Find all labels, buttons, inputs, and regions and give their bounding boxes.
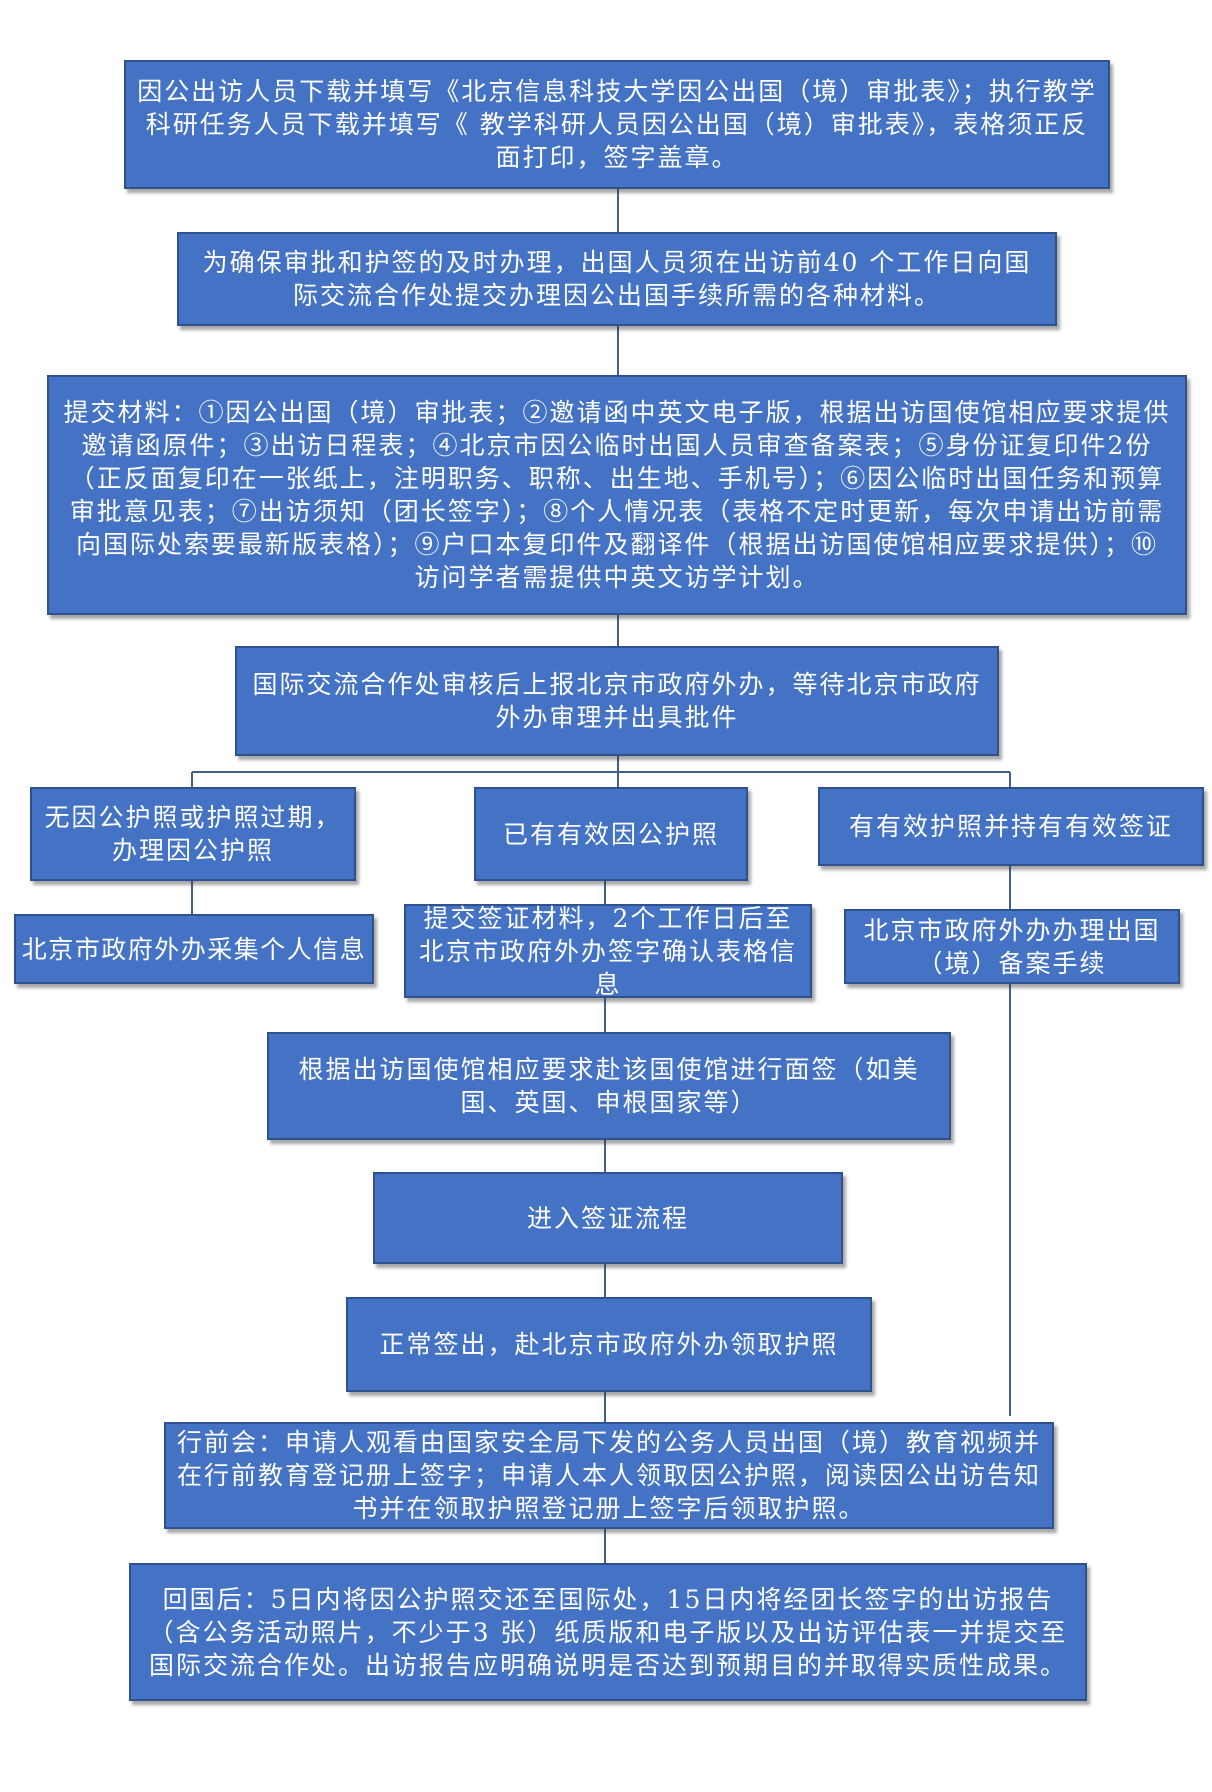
step-text: 进入签证流程 (526, 1203, 689, 1233)
step-text: 行前会：申请人观看由国家安全局下发的公务人员出国（境）教育视频并在行前教育登记册… (176, 1428, 1041, 1523)
step-submit-40-days-prior: 为确保审批和护签的及时办理，出国人员须在出访前40 个工作日向国际交流合作处提交… (177, 232, 1057, 326)
step-text: 正常签出，赴北京市政府外办领取护照 (379, 1330, 839, 1359)
step-filing-procedure: 北京市政府外办办理出国（境）备案手续 (844, 909, 1180, 984)
step-visa-process: 进入签证流程 (373, 1172, 843, 1264)
step-download-approval-form: 因公出访人员下载并填写《北京信息科技大学因公出国（境）审批表》；执行教学科研任务… (124, 60, 1110, 189)
step-collect-passport: 正常签出，赴北京市政府外办领取护照 (346, 1297, 872, 1392)
step-submission-materials: 提交材料：①因公出国（境）审批表；②邀请函中英文电子版，根据出访国使馆相应要求提… (47, 375, 1187, 615)
step-after-return: 回国后：5日内将因公护照交还至国际处，15日内将经团长签字的出访报告（含公务活动… (129, 1563, 1087, 1701)
step-text: 为确保审批和护签的及时办理，出国人员须在出访前40 个工作日向国际交流合作处提交… (202, 248, 1032, 310)
step-text: 有有效护照并持有有效签证 (848, 812, 1173, 841)
step-text: 无因公护照或护照过期，办理因公护照 (44, 803, 342, 865)
branch-no-passport: 无因公护照或护照过期，办理因公护照 (30, 787, 356, 881)
step-text: 提交材料：①因公出国（境）审批表；②邀请函中英文电子版，根据出访国使馆相应要求提… (63, 398, 1171, 592)
step-text: 已有有效因公护照 (502, 819, 719, 849)
step-text: 北京市政府外办办理出国（境）备案手续 (863, 915, 1161, 978)
branch-valid-passport: 已有有效因公护照 (474, 787, 748, 881)
step-text: 北京市政府外办采集个人信息 (21, 934, 367, 964)
step-text: 根据出访国使馆相应要求赴该国使馆进行面签（如美国、英国、申根国家等） (298, 1055, 920, 1117)
step-text: 提交签证材料，2个工作日后至北京市政府外办签字确认表格信息 (418, 903, 797, 999)
step-text: 回国后：5日内将因公护照交还至国际处，15日内将经团长签字的出访报告（含公务活动… (148, 1584, 1068, 1680)
step-review-and-report: 国际交流合作处审核后上报北京市政府外办，等待北京市政府外办审理并出具批件 (235, 646, 999, 756)
step-text: 因公出访人员下载并填写《北京信息科技大学因公出国（境）审批表》；执行教学科研任务… (137, 77, 1097, 172)
step-text: 国际交流合作处审核后上报北京市政府外办，等待北京市政府外办审理并出具批件 (252, 670, 982, 732)
step-submit-visa-materials: 提交签证材料，2个工作日后至北京市政府外办签字确认表格信息 (404, 903, 812, 999)
branch-passport-and-visa: 有有效护照并持有有效签证 (818, 787, 1204, 866)
step-pre-departure-meeting: 行前会：申请人观看由国家安全局下发的公务人员出国（境）教育视频并在行前教育登记册… (164, 1422, 1054, 1529)
step-embassy-interview: 根据出访国使馆相应要求赴该国使馆进行面签（如美国、英国、申根国家等） (267, 1032, 951, 1140)
step-collect-personal-info: 北京市政府外办采集个人信息 (14, 914, 374, 984)
